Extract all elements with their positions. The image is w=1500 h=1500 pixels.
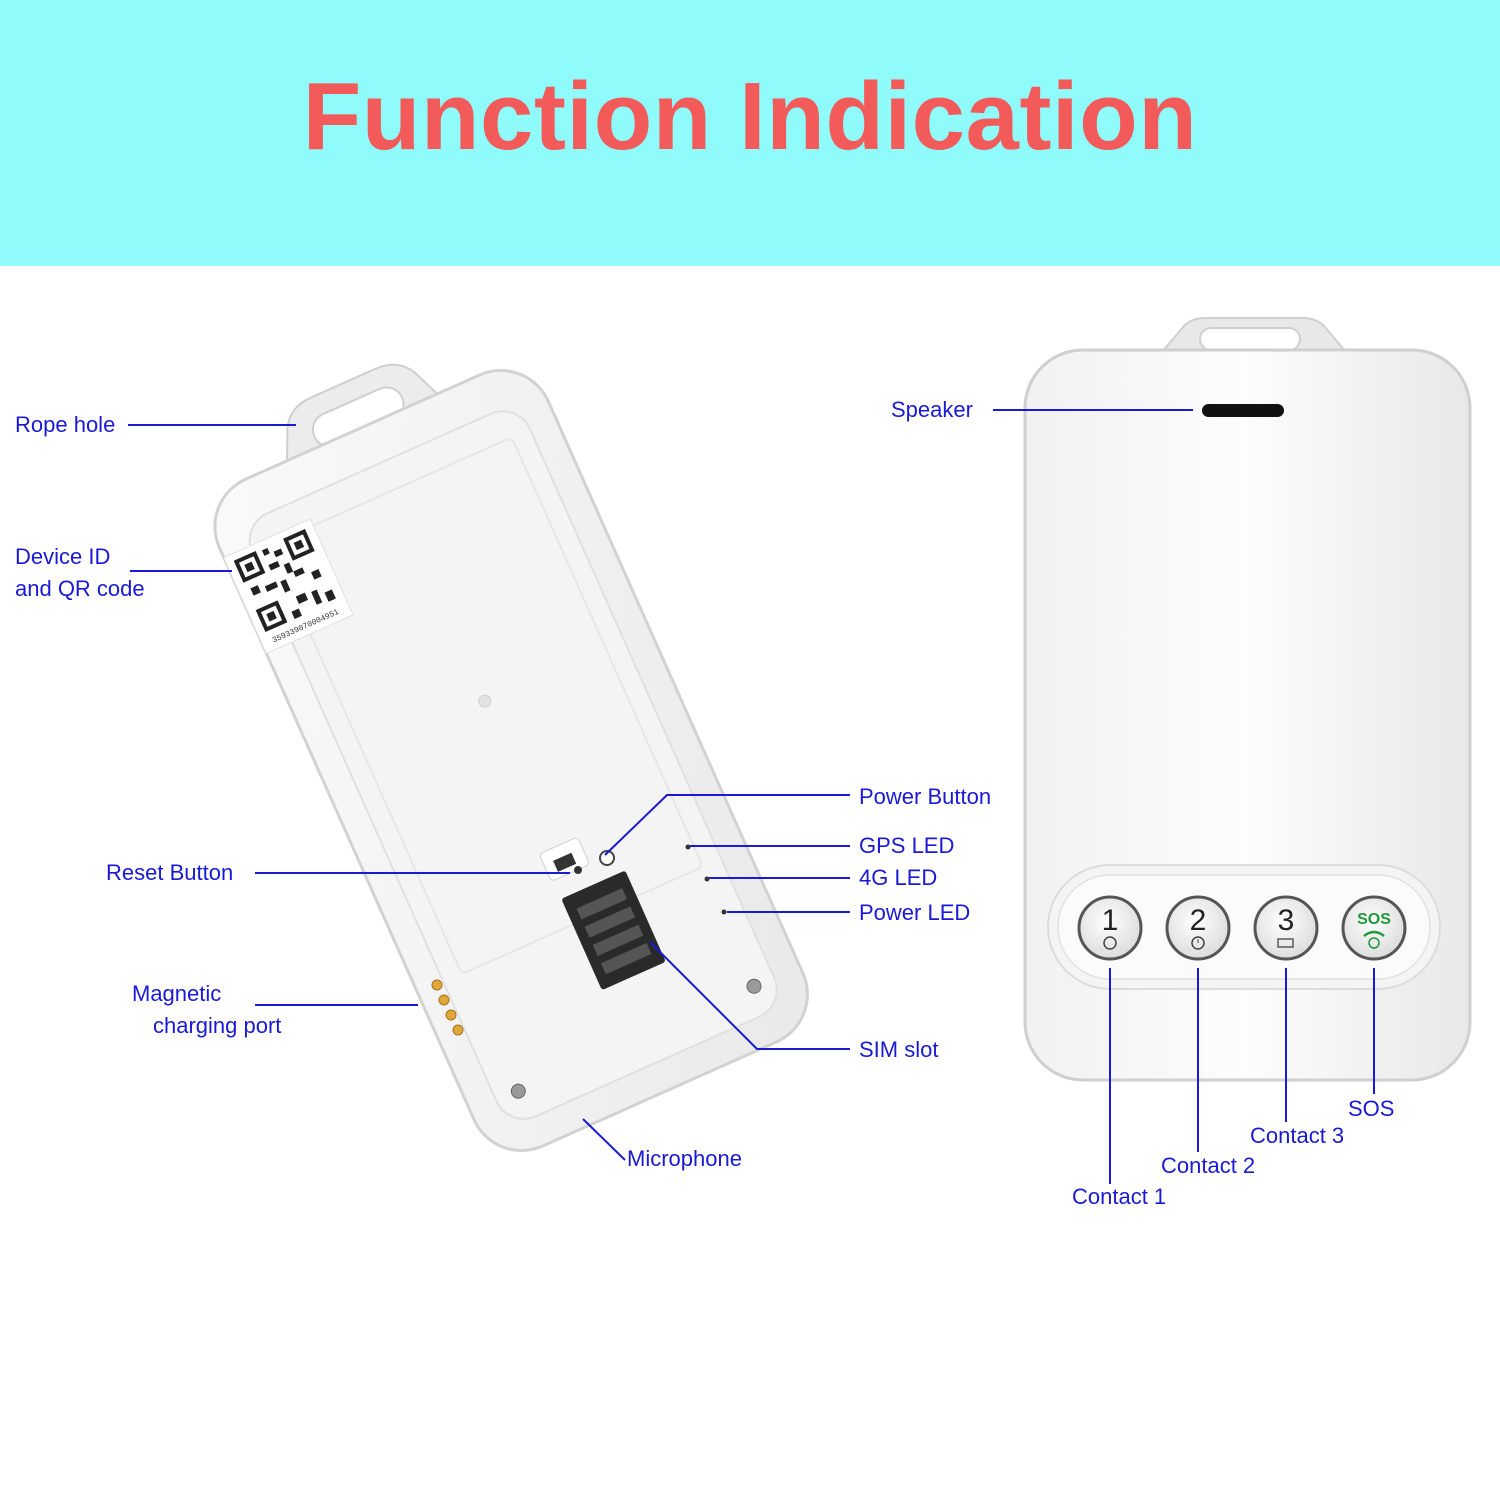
contact3-button[interactable]: 3 (1253, 895, 1319, 961)
phone-small-icon (1103, 936, 1117, 950)
back-leader-lines (128, 424, 850, 1161)
contact1-button[interactable]: 1 (1077, 895, 1143, 961)
label-contact2: Contact 2 (1161, 1153, 1256, 1178)
label-device-id-line1: Device ID (15, 544, 111, 569)
label-magnetic-line2: charging port (153, 1013, 282, 1038)
sos-button-text: SOS (1357, 911, 1391, 928)
clock-small-icon (1191, 936, 1205, 950)
reset-hole (553, 852, 577, 872)
page-title: Function Indication (302, 63, 1198, 170)
label-device-id-line2: and QR code (15, 576, 145, 601)
header-banner: Function Indication (0, 0, 1500, 266)
reset-button (574, 866, 582, 874)
sim-slot (562, 871, 665, 990)
label-power-button: Power Button (859, 784, 992, 809)
sos-button[interactable]: SOS (1341, 895, 1407, 961)
label-microphone: Microphone (627, 1146, 742, 1171)
contact1-number: 1 (1102, 904, 1119, 937)
gps-led (685, 844, 691, 850)
label-contact1: Contact 1 (1072, 1184, 1167, 1209)
screw (746, 978, 762, 994)
label-reset-button: Reset Button (106, 860, 234, 885)
label-gps-led: GPS LED (859, 833, 955, 858)
label-contact3: Contact 3 (1250, 1123, 1345, 1148)
label-magnetic-line1: Magnetic (132, 981, 222, 1006)
qr-code-icon (233, 529, 336, 633)
front-view-device (1023, 317, 1472, 1082)
power-button (599, 850, 615, 866)
battery-small-icon (1277, 938, 1294, 948)
speaker-grille (1202, 404, 1284, 417)
contact2-number: 2 (1190, 904, 1207, 937)
label-sim-slot: SIM slot (859, 1037, 939, 1062)
contact2-button[interactable]: 2 (1165, 895, 1231, 961)
label-speaker: Speaker (891, 397, 973, 422)
sos-phone-icon (1363, 930, 1385, 949)
lanyard-hole (1199, 327, 1301, 351)
4g-led (704, 876, 710, 882)
label-rope-hole: Rope hole (15, 412, 116, 437)
screw (510, 1083, 526, 1099)
power-led (721, 909, 727, 915)
label-sos: SOS (1348, 1096, 1395, 1121)
charging-pins (431, 979, 464, 1036)
label-4g-led: 4G LED (859, 865, 938, 890)
front-leader-lines (993, 409, 1375, 1184)
contact3-number: 3 (1278, 904, 1295, 937)
label-power-led: Power LED (859, 900, 971, 925)
sim-area (539, 837, 665, 990)
center-dimple (478, 694, 492, 708)
